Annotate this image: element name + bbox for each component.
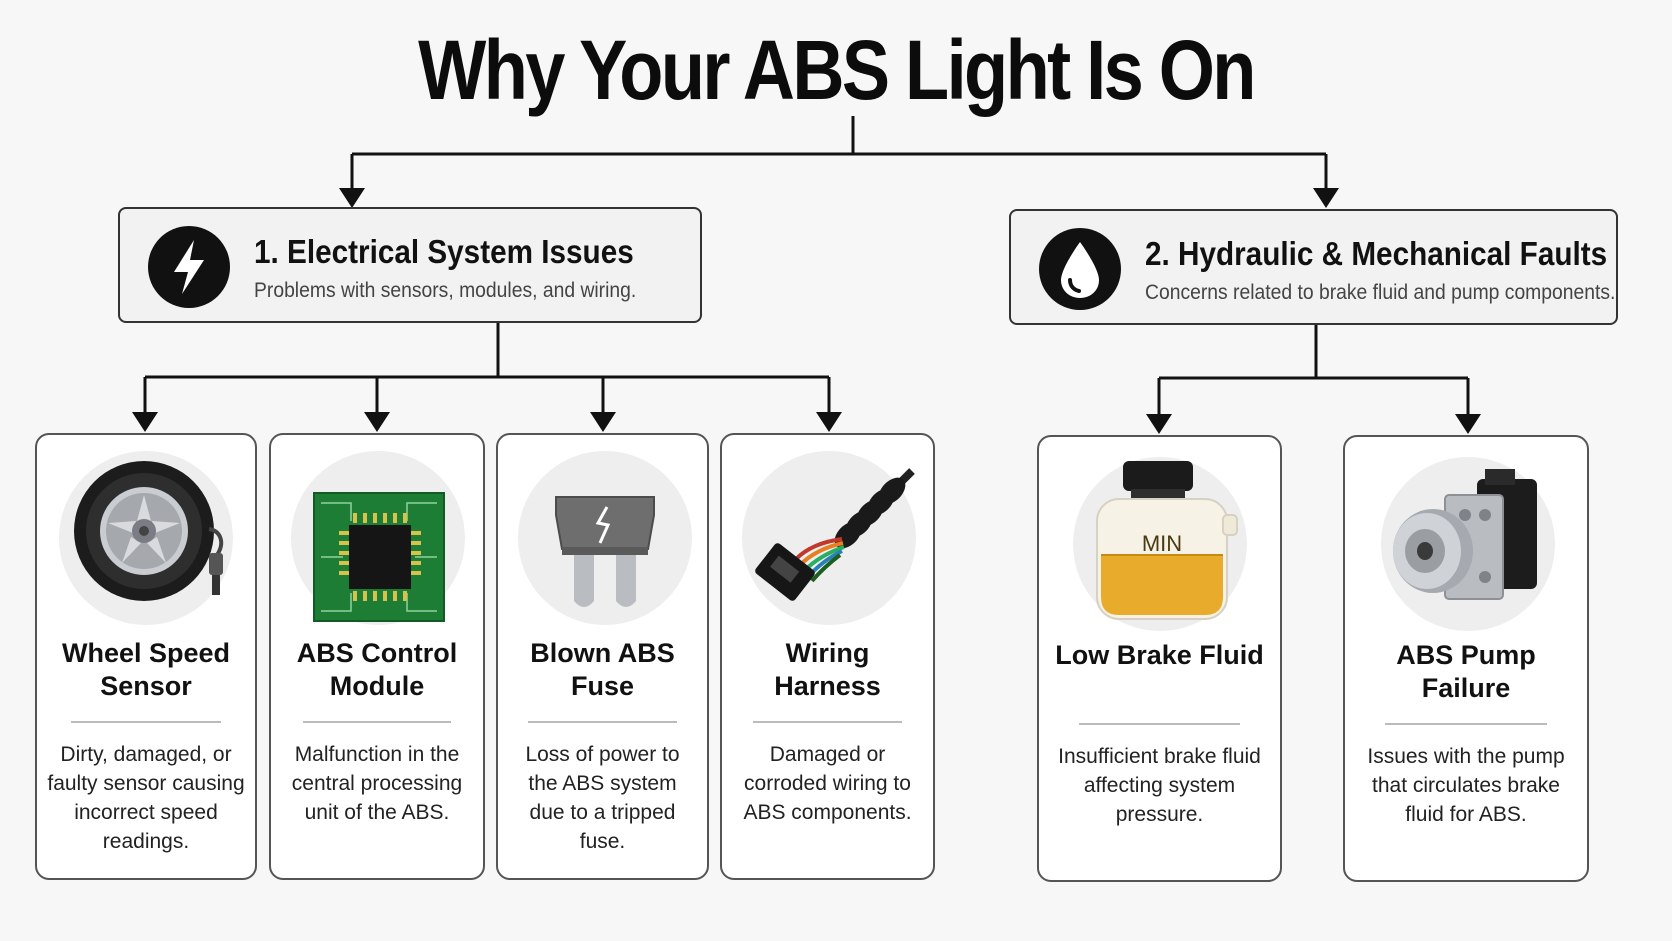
cause-title: Blown ABS Fuse <box>530 638 675 701</box>
cause-title: Low Brake Fluid <box>1055 640 1264 670</box>
category-title: 1. Electrical System Issues <box>254 233 634 270</box>
abs-pump-icon <box>1381 457 1555 631</box>
min-level-label: MIN <box>1142 531 1182 556</box>
category-hydraulic: 2. Hydraulic & Mechanical Faults Concern… <box>1009 209 1618 325</box>
cause-title: ABS Control Module <box>296 638 458 701</box>
cause-card-wheel-speed-sensor: Wheel Speed Sensor Dirty, damaged, or fa… <box>35 433 257 880</box>
cause-description: Insufficient brake fluid affecting syste… <box>1058 745 1261 826</box>
category-title: 2. Hydraulic & Mechanical Faults <box>1145 235 1608 272</box>
separator <box>1079 723 1240 725</box>
cause-description: Issues with the pump that circulates bra… <box>1367 745 1565 826</box>
cause-description: Damaged or corroded wiring to ABS compon… <box>743 743 912 824</box>
category-electrical: 1. Electrical System Issues Problems wit… <box>118 207 702 323</box>
wheel-sensor-icon <box>59 451 233 625</box>
separator <box>303 721 451 723</box>
brake-fluid-reservoir-icon: MIN <box>1073 457 1247 631</box>
cause-card-blown-abs-fuse: Blown ABS Fuse Loss of power to the ABS … <box>496 433 709 880</box>
wiring-harness-icon <box>742 451 916 625</box>
category-description: Concerns related to brake fluid and pump… <box>1145 281 1616 304</box>
separator <box>1385 723 1547 725</box>
cause-card-abs-pump-failure: ABS Pump Failure Issues with the pump th… <box>1343 435 1589 882</box>
category-description: Problems with sensors, modules, and wiri… <box>254 279 637 302</box>
diagram-title: Why Your ABS Light Is On <box>418 23 1256 117</box>
fuse-icon <box>518 451 692 625</box>
cause-card-abs-control-module: ABS Control Module Malfunction in the ce… <box>269 433 485 880</box>
cause-card-low-brake-fluid: MIN Low Brake Fluid Insufficient brake f… <box>1037 435 1282 882</box>
separator <box>528 721 677 723</box>
lightning-icon <box>148 226 230 308</box>
water-drop-icon <box>1039 228 1121 310</box>
cause-title: Wheel Speed Sensor <box>61 638 231 701</box>
separator <box>71 721 221 723</box>
cause-title: Wiring Harness <box>774 638 881 701</box>
cause-description: Loss of power to the ABS system due to a… <box>525 743 680 853</box>
cause-description: Malfunction in the central processing un… <box>291 743 463 824</box>
circuit-board-icon <box>291 451 465 625</box>
cause-title: ABS Pump Failure <box>1396 640 1536 703</box>
separator <box>753 721 902 723</box>
cause-card-wiring-harness: Wiring Harness Damaged or corroded wirin… <box>720 433 935 880</box>
cause-description: Dirty, damaged, or faulty sensor causing… <box>47 743 245 853</box>
